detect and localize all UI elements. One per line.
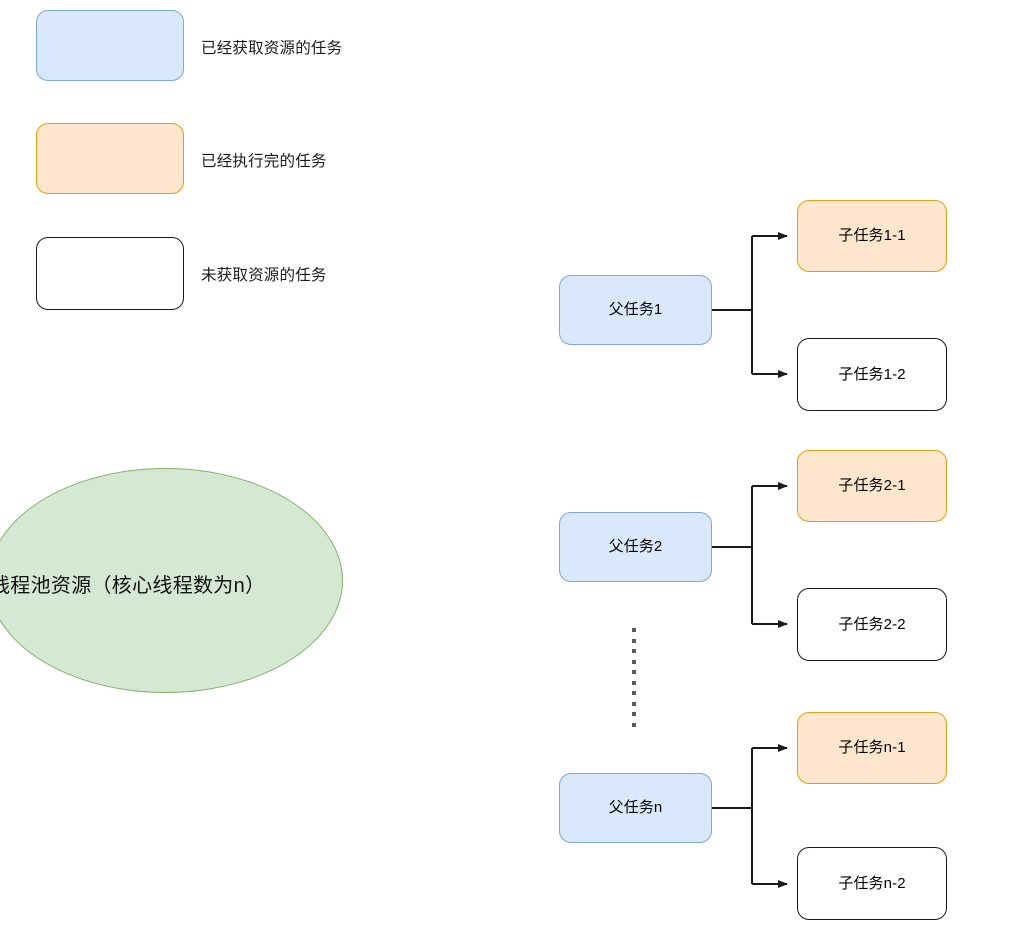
parent-task-n-node[interactable]: 父任务n: [559, 773, 712, 843]
child-task-1-1-node[interactable]: 子任务1-1: [797, 200, 947, 272]
child-task-n-2-label: 子任务n-2: [838, 874, 906, 892]
thread-pool-label: 线程池资源（核心线程数为n）: [0, 575, 266, 597]
connector-group-n: [712, 744, 788, 888]
legend-label-pending: 未获取资源的任务: [201, 267, 327, 284]
child-task-2-2-node[interactable]: 子任务2-2: [797, 588, 947, 661]
parent-task-2-label: 父任务2: [608, 538, 663, 555]
legend-label-finished: 已经执行完的任务: [201, 153, 327, 170]
legend-swatch-finished: [36, 123, 184, 194]
child-task-n-1-node[interactable]: 子任务n-1: [797, 712, 947, 784]
child-task-1-1-label: 子任务1-1: [838, 227, 906, 244]
parent-task-n-label: 父任务n: [608, 799, 663, 816]
child-task-n-1-label: 子任务n-1: [838, 739, 906, 756]
child-task-1-2-label: 子任务1-2: [838, 365, 906, 383]
legend-label-acquired: 已经获取资源的任务: [201, 40, 343, 57]
child-task-1-2-node[interactable]: 子任务1-2: [797, 338, 947, 411]
child-task-2-2-label: 子任务2-2: [838, 615, 906, 633]
parent-task-1-node[interactable]: 父任务1: [559, 275, 712, 345]
legend-swatch-acquired: [36, 10, 184, 81]
connector-group-1: [712, 232, 788, 378]
connector-group-2: [712, 482, 788, 628]
vertical-ellipsis: [632, 628, 636, 733]
thread-pool-ellipse: [0, 468, 343, 693]
parent-task-2-node[interactable]: 父任务2: [559, 512, 712, 582]
legend-swatch-pending: [36, 237, 184, 310]
child-task-n-2-node[interactable]: 子任务n-2: [797, 847, 947, 920]
parent-task-1-label: 父任务1: [608, 301, 663, 318]
child-task-2-1-node[interactable]: 子任务2-1: [797, 450, 947, 522]
child-task-2-1-label: 子任务2-1: [838, 477, 906, 494]
